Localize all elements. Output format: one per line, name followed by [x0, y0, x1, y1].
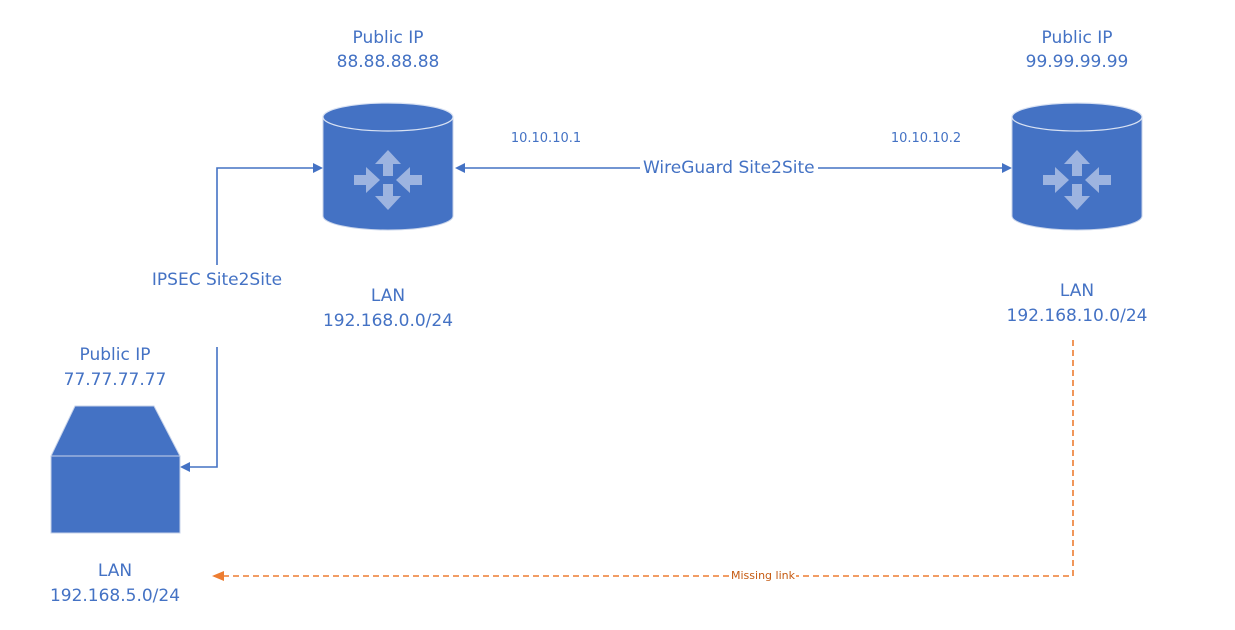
firewall-c-public-ip: 77.77.77.77 — [63, 370, 167, 390]
router-b-public-ip-label: Public IP — [1041, 28, 1113, 48]
router-b-lan-subnet: 192.168.10.0/24 — [1006, 306, 1148, 326]
ipsec-link-label: IPSEC Site2Site — [151, 270, 283, 290]
router-a-public-ip: 88.88.88.88 — [336, 52, 440, 72]
router-a-public-ip-label: Public IP — [352, 28, 424, 48]
wireguard-link-label: WireGuard Site2Site — [640, 157, 818, 180]
firewall-c-lan-label: LAN — [97, 561, 133, 581]
router-b-public-ip: 99.99.99.99 — [1025, 52, 1129, 72]
router-a-icon[interactable] — [322, 102, 454, 231]
missing-link — [212, 340, 1074, 581]
firewall-c-public-ip-label: Public IP — [79, 345, 151, 365]
ipsec-link — [180, 163, 323, 472]
router-b-icon[interactable] — [1011, 102, 1143, 231]
firewall-c-lan-subnet: 192.168.5.0/24 — [49, 586, 181, 606]
router-a-tunnel-ip: 10.10.10.1 — [510, 131, 582, 146]
router-a-lan-label: LAN — [370, 286, 406, 306]
router-b-lan-label: LAN — [1059, 281, 1095, 301]
router-b-tunnel-ip: 10.10.10.2 — [890, 131, 962, 146]
firewall-c-icon[interactable] — [50, 405, 181, 534]
missing-link-label: Missing link — [730, 569, 796, 582]
router-a-lan-subnet: 192.168.0.0/24 — [322, 311, 454, 331]
